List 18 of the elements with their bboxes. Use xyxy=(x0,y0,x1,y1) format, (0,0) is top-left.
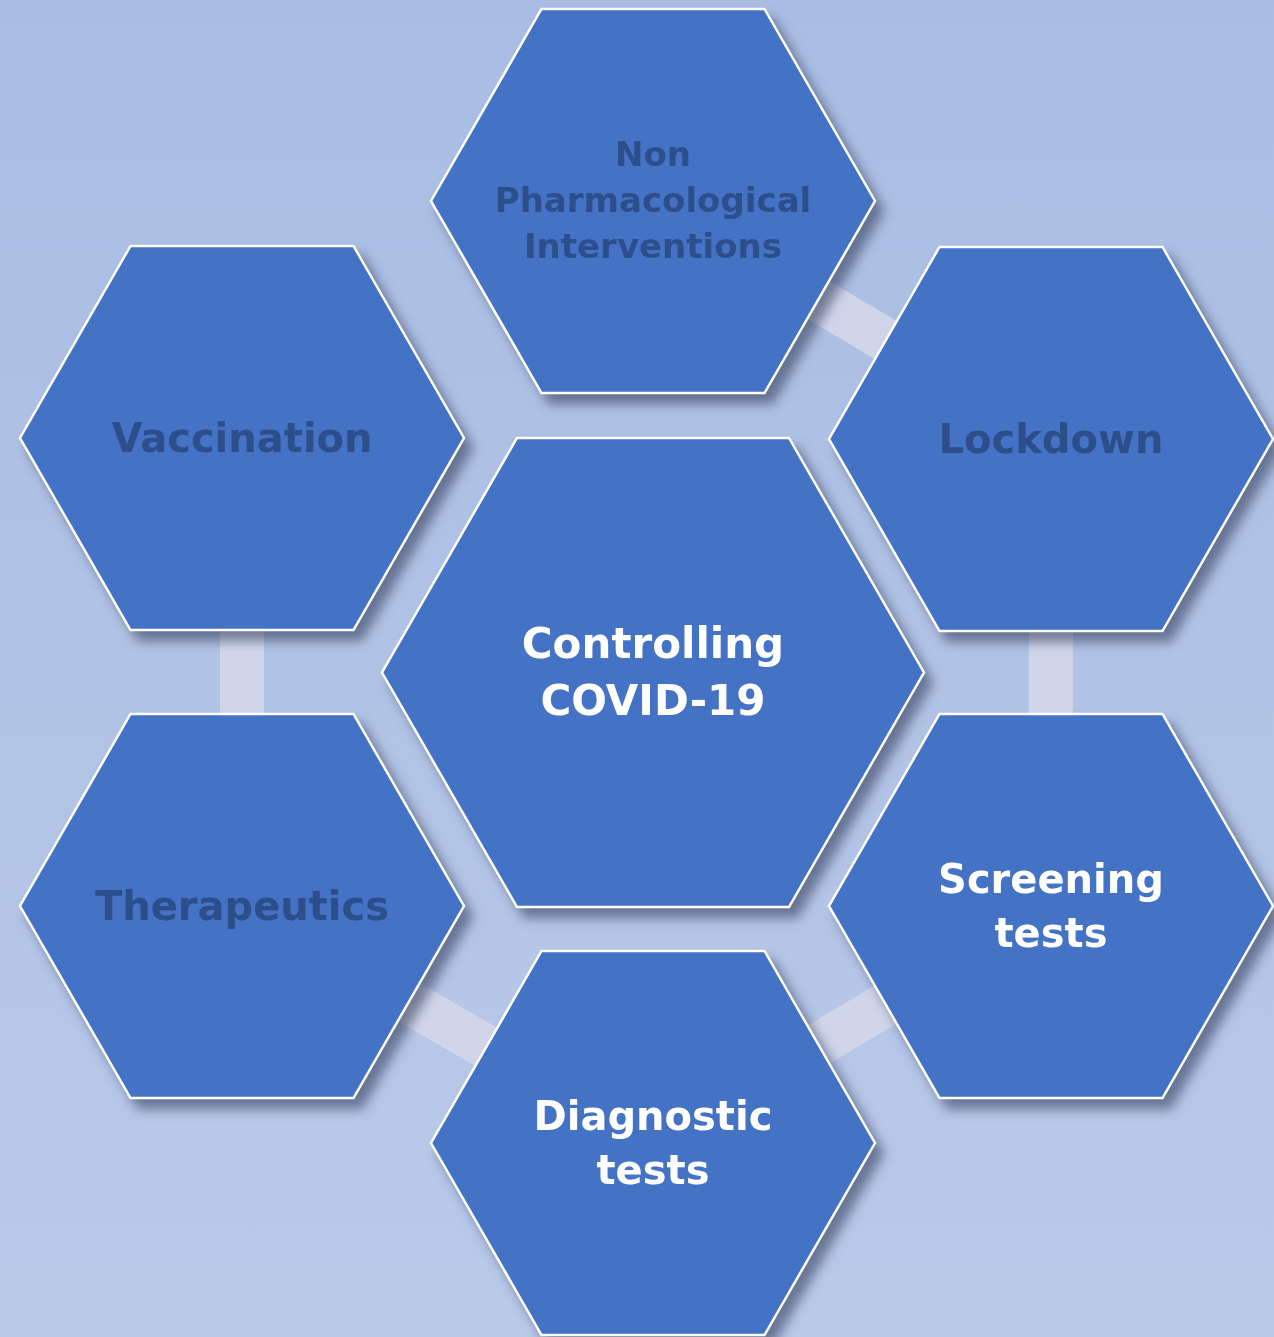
hexagon-node xyxy=(828,246,1274,632)
hexagon-node xyxy=(430,950,876,1336)
node-label: Screening tests xyxy=(937,855,1165,958)
node-label: Therapeutics xyxy=(94,882,390,931)
node-label: Non Pharmacological Interventions xyxy=(493,133,813,268)
connector-band xyxy=(220,631,264,713)
hexagon-node xyxy=(19,245,465,631)
connector-band xyxy=(807,985,897,1064)
hexagon-node xyxy=(430,8,876,394)
connector-band xyxy=(807,281,897,359)
node-label: Controlling COVID-19 xyxy=(520,617,786,727)
hexagon-node xyxy=(19,713,465,1099)
hexagon-node xyxy=(828,713,1274,1099)
connector-band xyxy=(398,983,497,1066)
node-label: Lockdown xyxy=(938,415,1164,464)
connector-band xyxy=(1029,632,1073,713)
node-label: Vaccination xyxy=(111,414,373,463)
node-label: Diagnostic tests xyxy=(532,1092,774,1195)
